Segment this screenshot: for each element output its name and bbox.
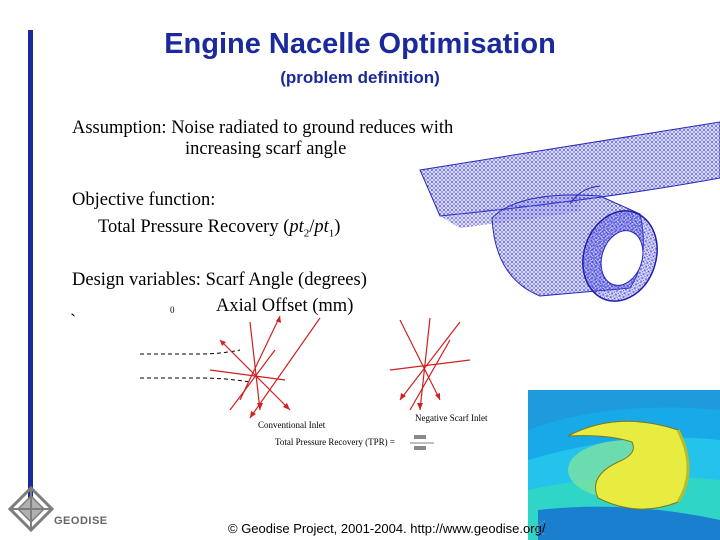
geodise-logo-text: GEODISE [54, 515, 108, 527]
footer-copyright: © Geodise Project, 2001-2004. http://www… [228, 521, 546, 536]
slide-title: Engine Nacelle Optimisation [164, 28, 556, 60]
objective-pt2: pt [289, 217, 304, 237]
inlet-diagram [140, 315, 471, 419]
objective-heading: Objective function: [72, 190, 216, 210]
design-variables-line-1: Design variables: Scarf Angle (degrees) [72, 270, 367, 290]
design-variables-line-2: Axial Offset (mm) [216, 296, 354, 316]
conventional-inlet-label: Conventional Inlet [258, 420, 326, 430]
assumption-line-2: increasing scarf angle [185, 139, 347, 159]
objective-sub2: 2 [303, 227, 310, 240]
tpr-fraction-glyph [410, 435, 434, 450]
geodise-logo-icon [7, 485, 55, 533]
objective-pt1: pt [314, 217, 329, 237]
tpr-label: Total Pressure Recovery (TPR) = [275, 437, 395, 447]
slide-subtitle: (problem definition) [280, 68, 440, 87]
cfd-result-image [528, 390, 720, 540]
footer-decoration-icon [531, 519, 547, 535]
objective-slash: / [309, 217, 315, 237]
objective-sub1: 1 [328, 227, 335, 240]
diagram-zero-label: 0 [170, 305, 175, 315]
negative-scarf-inlet-label: Negative Scarf Inlet [415, 413, 488, 423]
backtick-mark: ` [70, 312, 77, 332]
assumption-line-1: Assumption: Noise radiated to ground red… [72, 118, 454, 138]
nacelle-mesh-image [419, 121, 720, 302]
objective-close: ) [334, 217, 341, 237]
objective-value: Total Pressure Recovery (pt2/pt1) [98, 217, 340, 240]
objective-text: Total Pressure Recovery ( [98, 217, 290, 237]
left-accent-bar [28, 30, 33, 512]
